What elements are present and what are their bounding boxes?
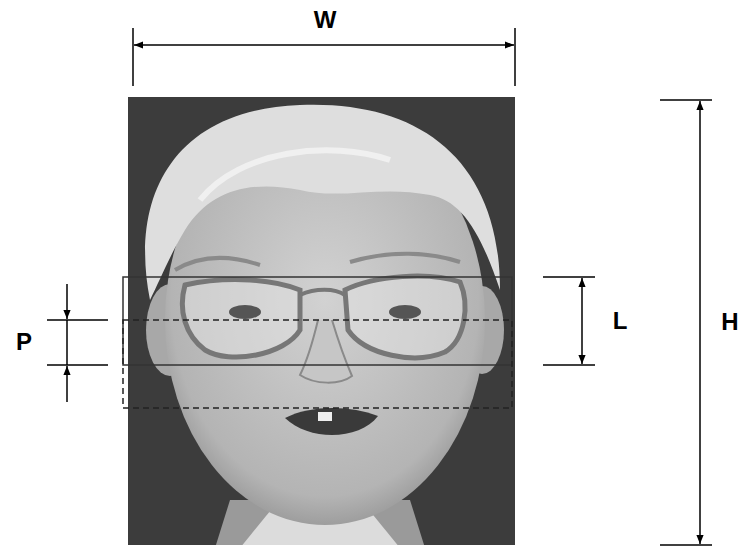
width-dimension (133, 28, 515, 86)
height-dimension (660, 100, 712, 545)
dimension-label: W (314, 8, 337, 32)
shift-dimension (47, 284, 108, 402)
dimension-label: P (16, 330, 32, 354)
dimension-label: L (613, 309, 628, 333)
region-bands (123, 277, 512, 408)
face-photo (128, 97, 515, 545)
dimension-label: H (721, 310, 738, 334)
band-height-dimension (543, 277, 595, 365)
